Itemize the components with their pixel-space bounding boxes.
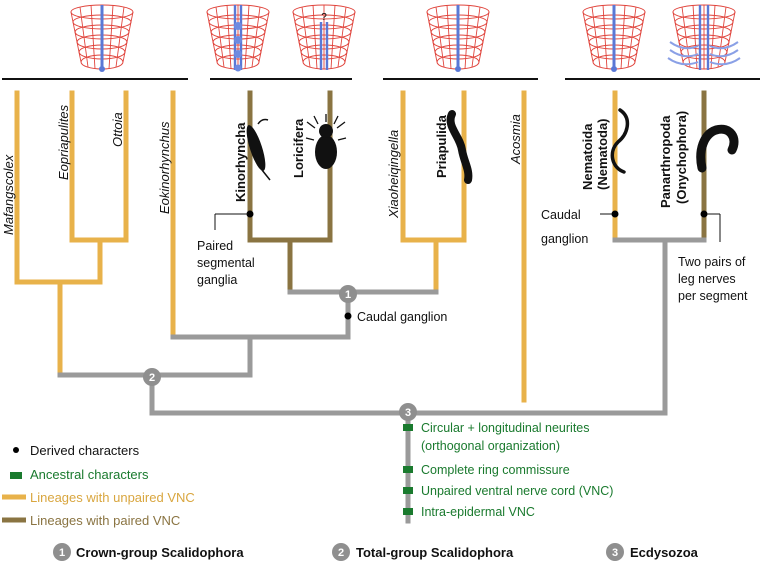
taxon-ottoia: Ottoia — [110, 112, 125, 147]
taxon-onychophora: (Onychophora) — [674, 111, 689, 204]
nervous-system-diagram-loricifera: ? — [292, 4, 356, 70]
character-orthogonal-line2: (orthogonal organization) — [421, 439, 560, 453]
node-1-marker: 1 — [339, 285, 357, 303]
annotation-leg-line2: leg nerves — [678, 272, 736, 286]
ancestral-mark-unpaired-vnc — [403, 487, 413, 494]
footer-label-2: Total-group Scalidophora — [356, 545, 514, 560]
footer-label-3: Ecdysozoa — [630, 545, 699, 560]
ancestral-mark-ring-commissure — [403, 466, 413, 473]
taxon-acosmia: Acosmia — [508, 114, 523, 165]
nervous-system-diagram-scalidophora-stem — [70, 4, 134, 72]
character-orthogonal-line1: Circular + longitudinal neurites — [421, 421, 590, 435]
annotation-caudal-line1: Caudal — [541, 208, 581, 222]
legend-derived-dot — [13, 447, 19, 453]
annotation-paired-line2: segmental — [197, 256, 255, 270]
derived-dot-crown-scalidophora — [344, 312, 352, 320]
nervous-system-diagram-nematoida — [582, 4, 646, 72]
taxon-loricifera: Loricifera — [291, 118, 306, 178]
legend-ancestral-mark — [10, 472, 22, 479]
taxon-panarthropoda: Panarthropoda — [658, 115, 673, 208]
legend-ancestral: Ancestral characters — [30, 467, 149, 482]
footer-node-3: 3 — [612, 547, 618, 559]
annotation-paired-line1: Paired — [197, 239, 233, 253]
footer-node-2: 2 — [338, 547, 344, 559]
taxon-eokinorhynchus: Eokinorhynchus — [157, 121, 172, 214]
nematoida-silhouette — [610, 108, 630, 174]
taxon-nematoida: Nematoida — [580, 123, 595, 190]
footer-node-1: 1 — [59, 547, 65, 559]
node-3-marker: 3 — [399, 403, 417, 421]
node-2-marker: 2 — [143, 368, 161, 386]
character-ring-commissure: Complete ring commissure — [421, 463, 570, 477]
footer-key: 1 Crown-group Scalidophora 2 Total-group… — [53, 543, 699, 561]
annotation-paired-line3: ganglia — [197, 273, 237, 287]
nervous-system-diagram-priapulida — [426, 4, 490, 72]
legend-derived: Derived characters — [30, 443, 140, 458]
unknown-question-mark: ? — [321, 12, 327, 23]
taxon-priapulida: Priapulida — [434, 114, 449, 178]
annotation-caudal-line2: ganglion — [541, 232, 588, 246]
svg-text:2: 2 — [149, 372, 155, 384]
annotation-leg-line1: Two pairs of — [678, 255, 746, 269]
legend-unpaired: Lineages with unpaired VNC — [30, 490, 195, 505]
taxon-eopriapulites: Eopriapulites — [56, 104, 71, 180]
taxon-nematoda: (Nematoda) — [595, 118, 610, 190]
footer-label-1: Crown-group Scalidophora — [76, 545, 244, 560]
annotation-leg-line3: per segment — [678, 289, 748, 303]
onychophora-silhouette — [696, 124, 739, 173]
character-intraepidermal-vnc: Intra-epidermal VNC — [421, 505, 535, 519]
derived-dot-kinorhyncha — [246, 210, 254, 218]
unpaired-vnc-branches — [14, 90, 618, 403]
legend: Derived characters Ancestral characters … — [2, 443, 195, 528]
taxon-kinorhyncha: Kinorhyncha — [233, 122, 248, 202]
derived-dot-nematoida — [611, 210, 619, 218]
ancestral-mark-orthogonal — [403, 424, 413, 431]
legend-paired: Lineages with paired VNC — [30, 513, 180, 528]
kinorhyncha-silhouette — [246, 118, 271, 181]
svg-text:3: 3 — [405, 407, 411, 419]
taxon-mafangscolex: Mafangscolex — [1, 154, 16, 235]
character-unpaired-vnc: Unpaired ventral nerve cord (VNC) — [421, 484, 613, 498]
ancestral-mark-intraepidermal — [403, 508, 413, 515]
nervous-system-diagram-panarthropoda — [667, 4, 741, 70]
derived-dot-panarthropoda — [700, 210, 708, 218]
annotation-caudal-ganglion: Caudal ganglion — [357, 310, 447, 324]
nervous-system-diagram-kinorhyncha — [206, 4, 270, 72]
svg-text:1: 1 — [345, 289, 351, 301]
priapulida-silhouette — [446, 110, 473, 184]
loricifera-silhouette — [305, 114, 347, 169]
taxon-xiaoheiqingella: Xiaoheiqingella — [386, 130, 401, 219]
